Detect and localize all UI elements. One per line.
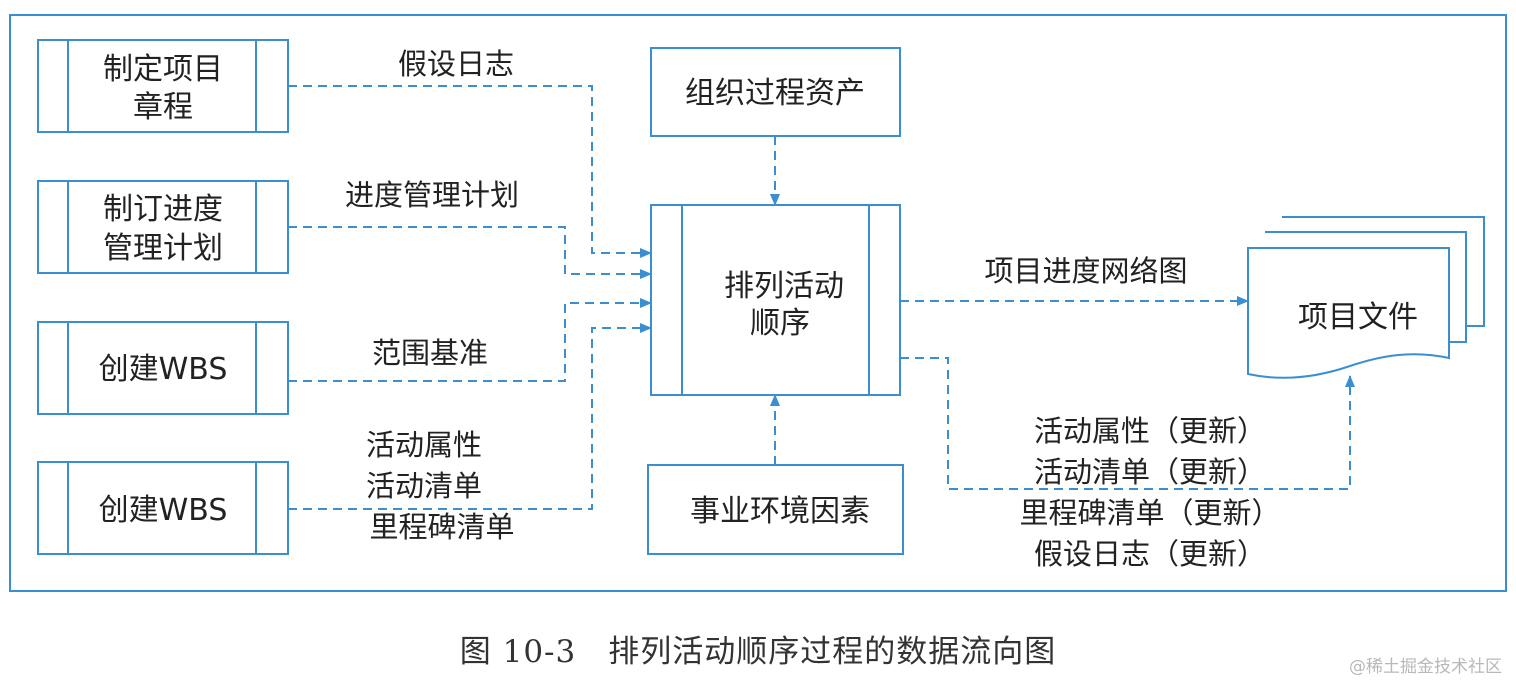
charter-line-2: 章程 (133, 90, 193, 125)
outer-frame (9, 14, 1507, 592)
connector-wbs-1-to-process (288, 298, 652, 382)
connector-schedule-plan-to-process (288, 226, 652, 279)
connector-updates-to-documents (900, 357, 1355, 490)
opa-label: 组织过程资产 (685, 76, 865, 111)
label-update-activity-attributes: 活动属性（更新） (1034, 414, 1266, 448)
label-schedule-mgmt-plan: 进度管理计划 (345, 178, 519, 212)
opa-box: 组织过程资产 (650, 47, 901, 137)
project-documents-stack: 项目文件 (1247, 216, 1485, 379)
project-docs-label: 项目文件 (1298, 300, 1418, 335)
label-update-milestone-list: 里程碑清单（更新） (1019, 496, 1280, 530)
watermark: @稀土掘金技术社区 (1349, 657, 1502, 677)
input-box-wbs-1: 创建WBS (37, 321, 289, 415)
process-line-1: 排列活动 (724, 269, 844, 304)
wbs-2-label: 创建WBS (99, 493, 228, 528)
input-box-schedule-plan: 制订进度 管理计划 (37, 180, 289, 274)
schedule-plan-line-2: 管理计划 (103, 231, 223, 266)
input-box-wbs-2: 创建WBS (37, 461, 289, 555)
charter-line-1: 制定项目 (103, 52, 223, 87)
schedule-plan-line-1: 制订进度 (103, 192, 223, 227)
wbs-1-label: 创建WBS (99, 352, 228, 387)
label-network-diagram: 项目进度网络图 (984, 254, 1187, 288)
connector-charter-to-process (288, 85, 652, 258)
connector-wbs-2-to-process (288, 323, 652, 510)
label-activity-attributes: 活动属性 (366, 428, 482, 462)
label-assumption-log: 假设日志 (398, 47, 514, 81)
data-flow-diagram: 制定项目 章程 制订进度 管理计划 创建WBS 创建WBS 组织过程资产 排列活… (9, 14, 1507, 592)
label-activity-list: 活动清单 (366, 469, 482, 503)
figure-caption: 图 10-3 排列活动顺序过程的数据流向图 (459, 634, 1057, 670)
label-milestone-list: 里程碑清单 (369, 510, 514, 544)
label-scope-baseline: 范围基准 (372, 336, 488, 370)
process-box: 排列活动 顺序 (650, 204, 901, 396)
label-update-activity-list: 活动清单（更新） (1034, 455, 1266, 489)
input-box-charter: 制定项目 章程 (37, 39, 289, 133)
label-update-assumption-log: 假设日志（更新） (1034, 537, 1266, 571)
process-line-2: 顺序 (750, 306, 810, 341)
eef-label: 事业环境因素 (690, 494, 870, 529)
eef-box: 事业环境因素 (647, 464, 904, 555)
